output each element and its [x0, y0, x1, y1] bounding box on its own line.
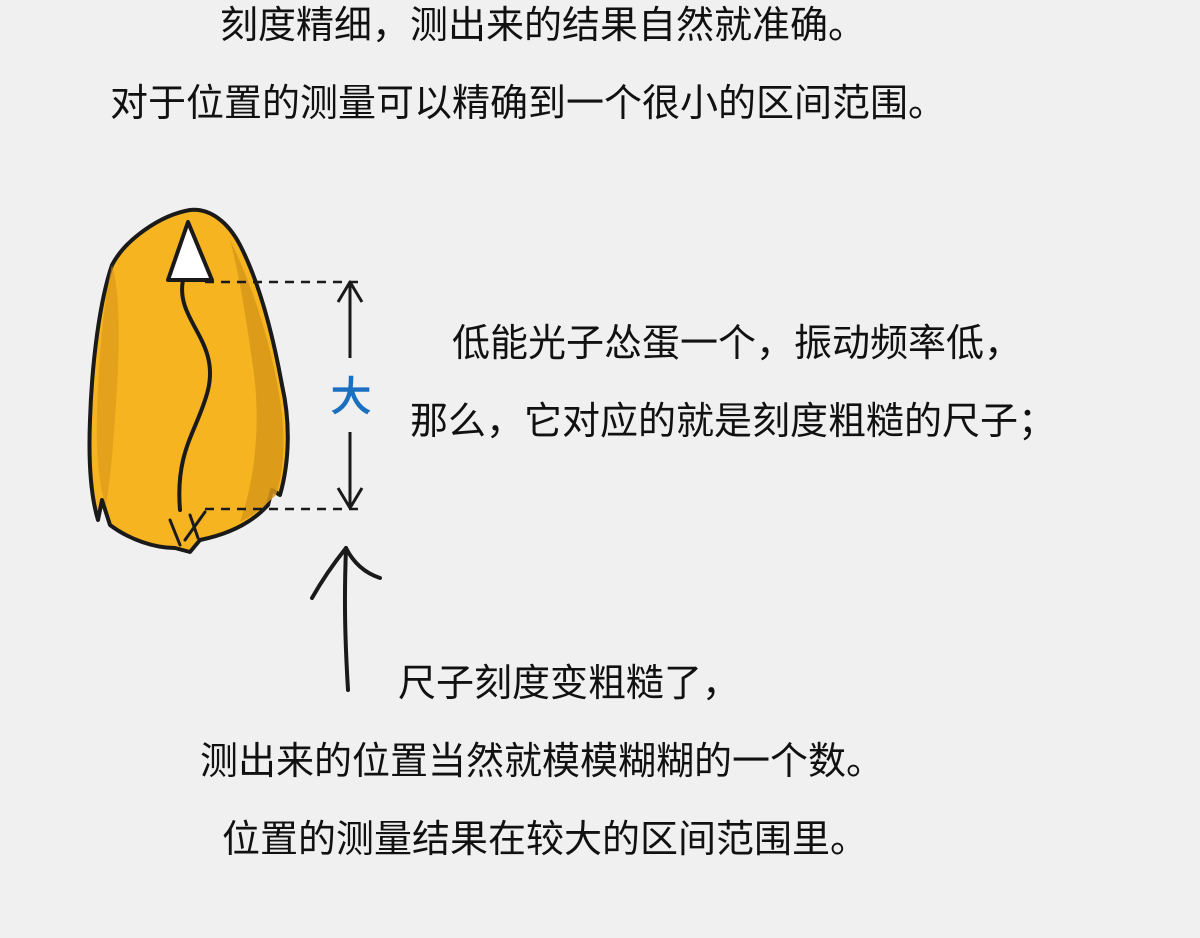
egg-wave-line: [177, 278, 212, 512]
egg-fringe: [168, 510, 207, 547]
egg-body: [87, 207, 290, 554]
egg-triangle-icon: [166, 220, 214, 282]
top-text-line-1: 刻度精细，测出来的结果自然就准确。: [220, 3, 867, 47]
side-text-line-1: 低能光子怂蛋一个，振动频率低，: [452, 321, 1023, 365]
bottom-text-line-2: 测出来的位置当然就模模糊糊的一个数。: [200, 739, 885, 783]
photon-egg-character: [87, 207, 290, 554]
egg-shadow: [230, 240, 284, 522]
pointer-arrow: [310, 546, 382, 692]
side-text-line-2: 那么，它对应的就是刻度粗糙的尺子；: [410, 399, 1057, 443]
bottom-text-line-1: 尺子刻度变粗糙了，: [398, 661, 741, 705]
bottom-text-line-3: 位置的测量结果在较大的区间范围里。: [222, 817, 869, 861]
egg-shadow-left: [96, 265, 119, 505]
interval-size-label: 大: [331, 374, 371, 420]
measurement-arrow: [336, 280, 364, 510]
top-text-line-2: 对于位置的测量可以精确到一个很小的区间范围。: [110, 81, 947, 125]
